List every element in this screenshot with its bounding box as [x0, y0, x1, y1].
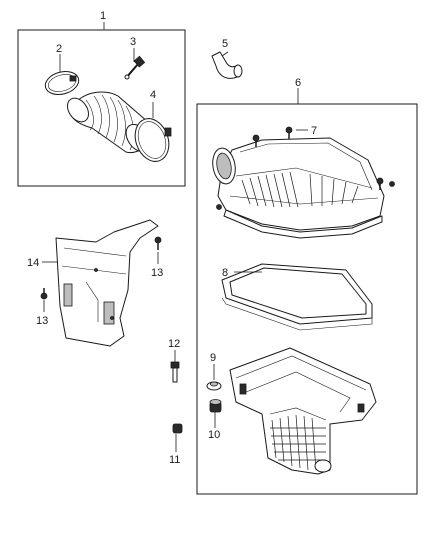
callout-13-upper: 13: [151, 267, 163, 279]
group-box-intake-hose: [17, 29, 186, 187]
isolator-part: [209, 399, 222, 413]
push-pin-part-lower: [40, 288, 48, 300]
small-hose-part: [211, 51, 243, 79]
callout-9: 9: [210, 352, 216, 364]
shield-bracket-part: [55, 219, 159, 347]
callout-14: 14: [27, 257, 39, 269]
group-box-air-cleaner: [196, 103, 418, 495]
callout-5: 5: [222, 38, 228, 50]
air-cleaner-lower-housing: [229, 347, 377, 475]
callout-12: 12: [168, 338, 180, 350]
large-clamp-part: [134, 118, 172, 162]
hose-clamp-part: [44, 70, 80, 96]
callout-4: 4: [150, 89, 156, 101]
lower-housing-grid: [270, 414, 326, 471]
callout-6: 6: [295, 77, 301, 89]
sensor-part: [124, 55, 146, 80]
clip-part: [172, 423, 183, 434]
callout-2: 2: [56, 43, 62, 55]
callout-3: 3: [130, 36, 136, 48]
callout-7: 7: [311, 125, 317, 137]
callout-13-lower: 13: [36, 315, 48, 327]
grommet-part: [206, 381, 222, 391]
callout-11: 11: [169, 454, 180, 466]
callout-10: 10: [208, 429, 220, 441]
callout-1: 1: [100, 10, 106, 22]
bolt-part: [170, 361, 180, 383]
push-pin-part-upper: [154, 236, 162, 250]
screw-part-7: [216, 126, 395, 210]
air-cleaner-cover-part: [212, 137, 385, 239]
callout-8: 8: [222, 267, 228, 279]
air-filter-part: [221, 263, 373, 331]
